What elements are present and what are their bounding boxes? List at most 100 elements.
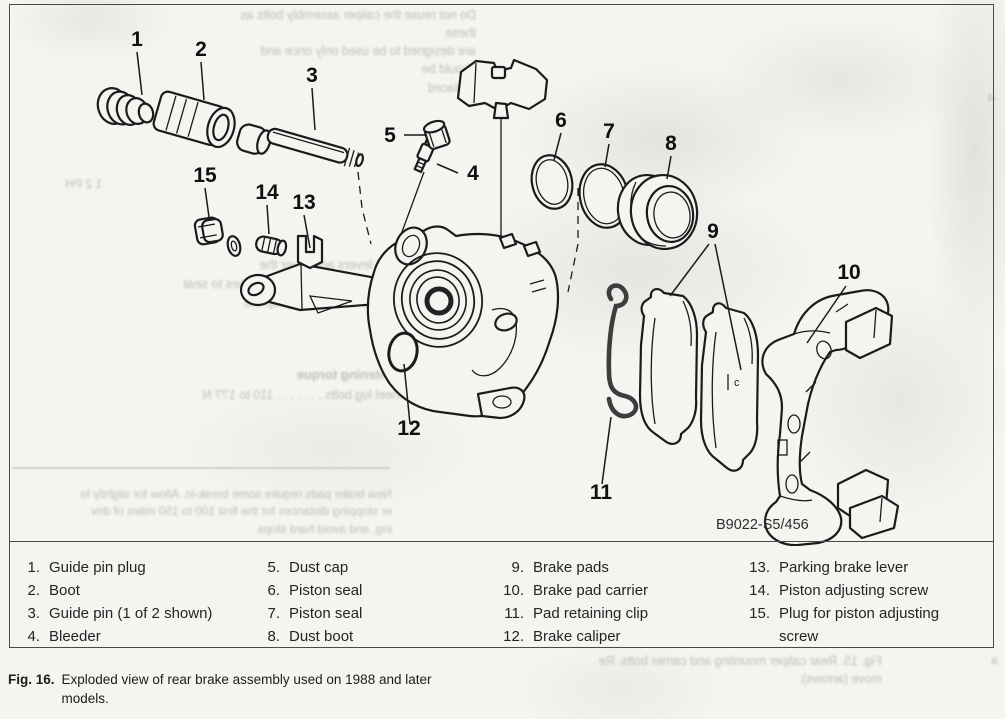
dust-boot: [616, 173, 699, 251]
callout-leader-9: [669, 243, 710, 297]
callout-leader-4: [436, 163, 459, 174]
dashed-guide-line-right: [567, 188, 579, 293]
callout-leader-12: [403, 363, 411, 425]
figure-border-box: [9, 4, 994, 648]
legend-column-4: 13. Parking brake lever 14.Piston adjustin…: [742, 556, 980, 648]
legend-item-number: 4.: [27, 628, 40, 645]
legend-item-label: Guide pin (1 of 2 shown): [49, 605, 213, 622]
cable-bracket: [456, 58, 549, 296]
legend-item-number: 1.: [27, 559, 40, 576]
bleed-through-rule: [12, 467, 390, 469]
legend-item-number: 15.: [749, 605, 770, 622]
legend-item-label: Brake caliper: [533, 628, 621, 645]
figure-caption: Fig. 16. Exploded view of rear brake ass…: [8, 670, 486, 708]
legend-item-label: Dust boot: [289, 628, 354, 645]
callout-leader-14: [266, 204, 270, 235]
bleed-through-fragment-6: Fig. 15. Rear caliper mounting and carri…: [520, 652, 882, 688]
callout-leader-7: [604, 143, 610, 168]
brake-caliper: [366, 225, 560, 420]
callout-number-10: 10: [837, 261, 860, 284]
callout-leader-8: [666, 155, 672, 180]
callout-number-14: 14: [255, 181, 279, 204]
guide-pin-plug: [96, 87, 155, 126]
legend-divider-line: [9, 541, 994, 542]
dashed-guide-line-left: [357, 171, 372, 245]
piston-adjusting-screw: [255, 235, 288, 257]
callout-leader-2: [200, 61, 205, 101]
legend-item-6: 6.Piston seal: [252, 579, 490, 602]
legend-item-number: 5.: [267, 559, 280, 576]
callout-number-5: 5: [384, 124, 396, 147]
legend-item-label: Piston seal: [289, 605, 363, 622]
figure-caption-text: Exploded view of rear brake assembly use…: [61, 672, 432, 706]
legend-item-13: 13. Parking brake lever: [742, 556, 980, 579]
legend-column-2: 5. Dust cap 6.Piston seal 7. Piston seal 8. Du…: [252, 556, 490, 648]
figure-caption-label: Fig. 16.: [8, 672, 55, 687]
bleed-through-line: move (arrows).: [798, 672, 882, 687]
callout-number-7: 7: [603, 120, 615, 143]
legend-item-label: Piston seal: [289, 582, 363, 599]
callout-number-6: 6: [555, 109, 567, 132]
legend-item-label: Pad retaining clip: [533, 605, 649, 622]
piston-screw-plug: [193, 216, 242, 257]
pad-stamp-mark: c: [734, 377, 740, 389]
legend-item-number: 3.: [27, 605, 40, 622]
brake-pad-inner: [638, 287, 699, 445]
callout-leader-15: [204, 187, 210, 218]
legend-item-label: Piston adjusting screw: [779, 582, 929, 599]
callout-leader-11: [601, 416, 612, 485]
legend-item-4: 4. Bleeder: [12, 625, 250, 648]
callout-leader-13: [303, 214, 311, 249]
legend-item-label: Bleeder: [49, 628, 101, 645]
callout-number-11: 11: [590, 481, 613, 504]
legend-item-7: 7. Piston seal: [252, 602, 490, 625]
guide-pin: [266, 127, 364, 168]
legend-item-10: 10. Brake pad carrier: [496, 579, 734, 602]
callout-leader-10: [806, 285, 847, 344]
legend-item-label: Plug for piston adjusting screw: [779, 605, 940, 645]
callout-leader-3: [311, 87, 316, 131]
legend-item-number: 11.: [504, 605, 524, 622]
legend-item-1: 1. Guide pin plug: [12, 556, 250, 579]
callout-number-2: 2: [195, 38, 207, 61]
legend-item-label: Parking brake lever: [779, 559, 909, 576]
callout-leader-1: [136, 51, 143, 96]
callout-number-4: 4: [467, 162, 479, 185]
bleed-through-fragment-9: a: [948, 652, 998, 669]
callout-number-3: 3: [306, 64, 318, 87]
legend-item-14: 14.Piston adjusting screw: [742, 579, 980, 602]
legend-item-number: 13.: [749, 559, 770, 576]
brake-pad-outer: c: [699, 302, 760, 472]
legend-item-label: Brake pads: [533, 559, 609, 576]
callout-number-15: 15: [193, 164, 217, 187]
legend-item-11: 11. Pad retaining clip: [496, 602, 734, 625]
callout-number-1: 1: [131, 28, 143, 51]
brake-pad-carrier: [761, 289, 900, 546]
legend-item-15: 15. Plug for piston adjusting screw: [742, 602, 980, 648]
legend-item-9: 9. Brake pads: [496, 556, 734, 579]
legend-item-label: Dust cap: [289, 559, 349, 576]
legend-item-number: 8.: [267, 628, 280, 645]
callout-number-8: 8: [665, 132, 677, 155]
legend-item-label: Brake pad carrier: [533, 582, 649, 599]
legend-item-number: 9.: [511, 559, 524, 576]
pad-retaining-clip: [606, 283, 639, 419]
legend-item-number: 10.: [503, 582, 524, 599]
legend-item-label: Boot: [49, 582, 80, 599]
legend-item-number: 12.: [503, 628, 524, 645]
callout-leader-6: [553, 132, 562, 161]
bleed-through-line: Fig. 15. Rear caliper mounting and carri…: [598, 654, 882, 668]
diagram-reference-code: B9022-S5/456: [716, 517, 809, 533]
callout-number-13: 13: [292, 191, 315, 214]
legend-item-12: 12. Brake caliper: [496, 625, 734, 648]
legend-item-5: 5. Dust cap: [252, 556, 490, 579]
legend-item-label: Guide pin plug: [49, 559, 146, 576]
exploded-brake-assembly-diagram: c: [96, 28, 900, 546]
callout-leader-9: [714, 243, 742, 371]
bleed-through-line: a: [991, 653, 998, 667]
legend-column-3: 9. Brake pads 10. Brake pad carrier 11. Pad r…: [496, 556, 734, 648]
legend-item-number: 7.: [267, 605, 280, 622]
